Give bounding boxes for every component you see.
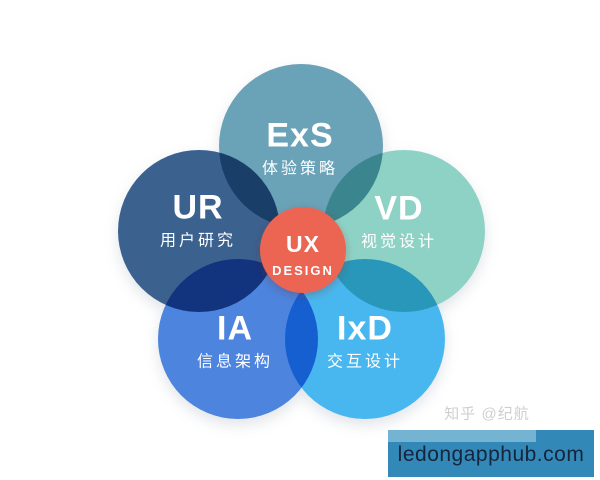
ia-acronym: IA (216, 309, 253, 348)
label-ur: UR 用户研究 (160, 191, 236, 250)
circle-ur (118, 150, 280, 312)
label-ux-center: UX DESIGN (272, 231, 334, 278)
ur-subtitle: 用户研究 (159, 232, 237, 250)
site-banner-text: ledongapphub.com (397, 443, 585, 466)
ixd-subtitle: 交互设计 (326, 353, 404, 371)
vd-subtitle: 视觉设计 (360, 233, 438, 251)
ux-acronym: UX (286, 231, 320, 257)
exs-acronym: ExS (266, 116, 334, 155)
label-ia: IA 信息架构 (197, 312, 273, 371)
ia-subtitle: 信息架构 (196, 353, 274, 371)
petal-circles (118, 64, 485, 419)
label-vd: VD 视觉设计 (361, 192, 437, 251)
circle-ixd (285, 259, 445, 419)
site-banner-strip (388, 430, 536, 442)
site-banner: ledongapphub.com (388, 430, 594, 477)
label-exs: ExS 体验策略 (262, 119, 338, 178)
exs-subtitle: 体验策略 (261, 160, 339, 178)
ixd-acronym: IxD (337, 309, 393, 348)
ux-subtitle: DESIGN (272, 263, 334, 278)
ur-acronym: UR (172, 188, 224, 227)
circle-ux-center (260, 207, 346, 293)
author-watermark: 知乎 @纪航 (444, 405, 530, 423)
label-ixd: IxD 交互设计 (327, 312, 403, 371)
vd-acronym: VD (374, 189, 424, 228)
